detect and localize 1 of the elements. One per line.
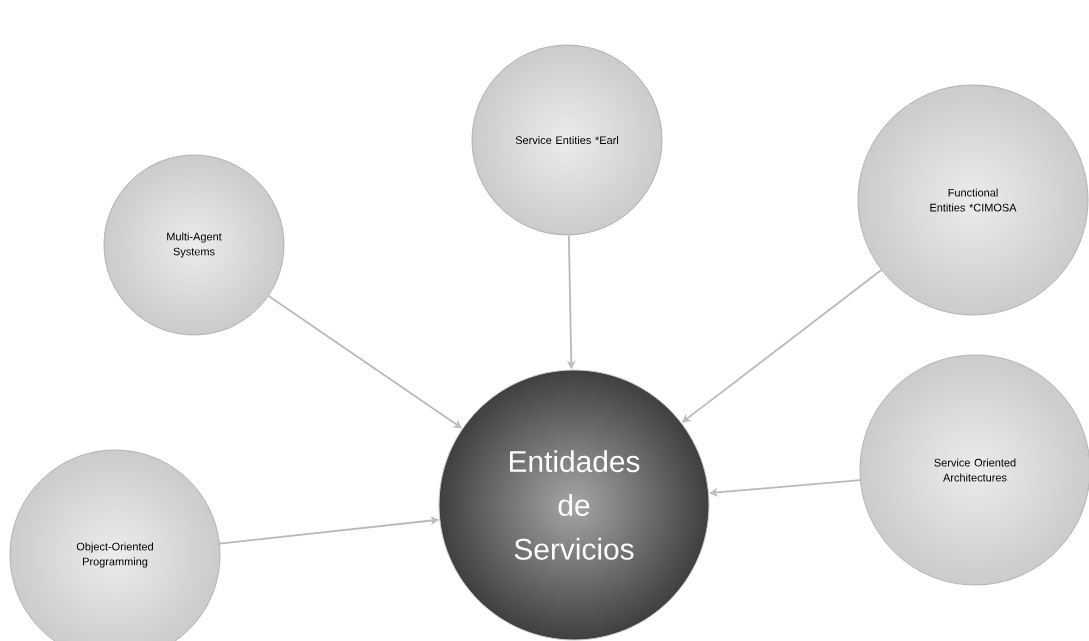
arrow (709, 479, 861, 497)
